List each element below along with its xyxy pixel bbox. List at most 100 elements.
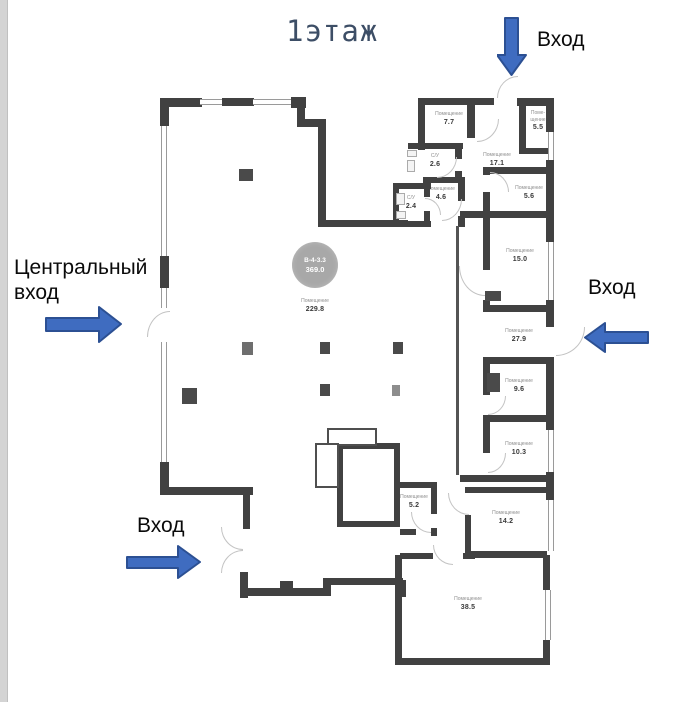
wall-segment xyxy=(423,177,463,183)
wall-segment xyxy=(546,472,554,500)
window-segment xyxy=(161,126,167,256)
wall-segment xyxy=(393,221,431,227)
door-arc xyxy=(425,198,441,215)
wall-segment xyxy=(483,357,554,364)
room-label-15-0: Помещение 15.0 xyxy=(506,248,534,263)
window-segment xyxy=(548,430,554,472)
wall-segment xyxy=(222,98,254,106)
entrance-label-main: Центральный вход xyxy=(14,256,174,306)
door-arc xyxy=(488,453,506,473)
wall-segment xyxy=(483,422,490,453)
column-pillar xyxy=(393,342,403,354)
unit-badge: В-4-3.3 369.0 xyxy=(292,242,338,288)
wall-segment xyxy=(400,529,416,535)
door-arc xyxy=(477,119,499,142)
door-arc xyxy=(221,550,243,573)
room-label-27-9: Помещение 27.9 xyxy=(505,328,533,343)
unit-badge-area: 369.0 xyxy=(305,264,325,274)
wall-segment xyxy=(465,487,547,493)
wall-segment xyxy=(546,98,554,132)
unit-badge-code: В-4-3.3 xyxy=(304,256,326,264)
column-pillar xyxy=(392,385,400,396)
window-segment xyxy=(200,99,222,105)
wall-segment xyxy=(517,98,554,106)
shaft-outline xyxy=(315,443,339,488)
wall-segment xyxy=(431,482,437,514)
wall-segment xyxy=(297,119,324,127)
window-segment xyxy=(545,590,551,640)
wall-segment xyxy=(318,119,326,227)
wall-segment xyxy=(160,487,253,495)
door-arc xyxy=(497,76,518,98)
sanitary-fixture xyxy=(407,150,417,157)
wall-segment xyxy=(460,211,554,218)
wall-segment xyxy=(395,658,550,665)
wall-segment xyxy=(546,160,554,242)
wall-segment xyxy=(431,528,437,536)
wall-segment xyxy=(418,98,425,150)
column-pillar xyxy=(320,384,330,396)
door-arc xyxy=(221,527,243,550)
entrance-label-bottom: Вход xyxy=(137,514,185,537)
window-segment xyxy=(548,132,554,160)
wall-segment xyxy=(395,555,402,665)
room-label-9-6: Помещение 9.6 xyxy=(505,378,533,393)
wall-segment xyxy=(398,580,406,597)
door-arc xyxy=(459,266,485,296)
sanitary-fixture xyxy=(396,211,406,219)
wall-segment xyxy=(424,183,430,197)
column-pillar xyxy=(320,342,330,354)
wall-segment xyxy=(424,211,430,227)
wall-segment xyxy=(394,443,400,527)
wall-segment xyxy=(543,640,550,665)
column-pillar xyxy=(182,388,197,404)
wall-segment xyxy=(280,581,293,589)
wall-segment xyxy=(400,553,433,559)
window-segment xyxy=(161,288,167,308)
door-arc xyxy=(433,545,453,565)
wall-segment xyxy=(337,443,400,449)
wall-segment xyxy=(483,167,490,175)
column-pillar xyxy=(485,291,501,301)
wall-segment xyxy=(318,220,408,227)
wall-segment xyxy=(483,305,554,312)
wall-segment xyxy=(337,443,343,527)
wall-segment xyxy=(460,475,554,482)
wall-segment xyxy=(465,515,471,557)
wall-segment xyxy=(519,98,526,153)
door-arc xyxy=(147,311,170,337)
entrance-label-main-line1: Центральный xyxy=(14,256,148,279)
partition-wall xyxy=(456,226,459,475)
room-label-17-1: Помещение 17.1 xyxy=(483,152,511,167)
wall-segment xyxy=(160,462,169,495)
wall-segment xyxy=(546,300,554,327)
shaft-outline xyxy=(327,428,377,446)
floor-title: 1этаж xyxy=(286,14,379,48)
wall-segment xyxy=(519,148,554,154)
column-pillar xyxy=(242,342,253,355)
entrance-label-top: Вход xyxy=(537,28,585,51)
wall-segment xyxy=(483,218,490,270)
wall-segment xyxy=(483,192,490,213)
wall-segment xyxy=(455,143,462,159)
sanitary-fixture xyxy=(407,160,415,172)
entrance-arrow-right-main-icon xyxy=(45,306,122,343)
wall-segment xyxy=(297,98,305,126)
room-label-38-5: Помещение 38.5 xyxy=(454,596,482,611)
entrance-arrow-left-icon xyxy=(584,322,649,353)
sanitary-fixture xyxy=(396,193,405,205)
page-edge-strip xyxy=(0,0,8,702)
wall-segment xyxy=(393,183,399,227)
door-arc xyxy=(488,396,506,415)
wall-segment xyxy=(487,167,554,174)
door-arc xyxy=(556,327,585,356)
wall-segment xyxy=(323,578,403,585)
room-label-7-7: Помещение 7.7 xyxy=(435,111,463,126)
wall-segment xyxy=(467,98,475,138)
window-segment xyxy=(548,500,554,551)
room-label-14-2: Помещение 14.2 xyxy=(492,510,520,525)
room-label-5-6: Помещение 5.6 xyxy=(515,185,543,200)
window-segment xyxy=(161,342,167,462)
entrance-label-right: Вход xyxy=(588,276,636,299)
